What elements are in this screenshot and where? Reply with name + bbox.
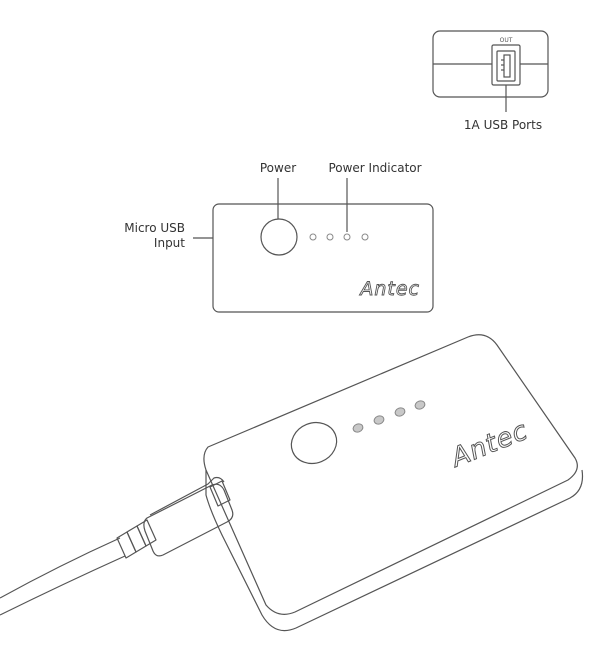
usb-port-view — [432, 30, 549, 112]
usb-cable-lower — [0, 555, 126, 616]
front-view — [193, 178, 434, 313]
perspective-led — [373, 415, 385, 425]
perspective-led — [352, 423, 364, 433]
device-top-face — [203, 334, 578, 615]
perspective-power-button — [290, 421, 338, 465]
connector-housing — [143, 483, 234, 557]
front-led — [361, 233, 369, 241]
indicator-label: Power Indicator — [328, 161, 421, 175]
perspective-led — [414, 400, 426, 410]
perspective-indicator-leds — [352, 400, 426, 433]
usb-port-inner — [496, 50, 516, 82]
perspective-led — [394, 407, 406, 417]
front-logo: Antec — [358, 278, 420, 300]
connector-housing-top — [149, 476, 225, 516]
usb-port-tongue — [503, 54, 511, 78]
micro-usb-label-line2: Input — [154, 236, 185, 250]
power-button — [260, 218, 298, 256]
front-view-body — [212, 203, 434, 313]
front-indicator-leds — [309, 233, 369, 241]
power-label: Power — [260, 161, 296, 175]
front-led — [326, 233, 334, 241]
device-side-face — [205, 469, 584, 632]
micro-usb-plug — [209, 480, 231, 507]
connector-rib — [136, 519, 157, 547]
perspective-logo: Antec — [446, 416, 533, 474]
usb-ports-caption: 1A USB Ports — [464, 118, 542, 132]
perspective-view — [0, 334, 584, 632]
front-led — [343, 233, 351, 241]
out-label: OUT — [500, 37, 513, 44]
front-led — [309, 233, 317, 241]
micro-usb-label-line1: Micro USB — [124, 221, 185, 235]
usb-cable-upper — [0, 537, 121, 599]
